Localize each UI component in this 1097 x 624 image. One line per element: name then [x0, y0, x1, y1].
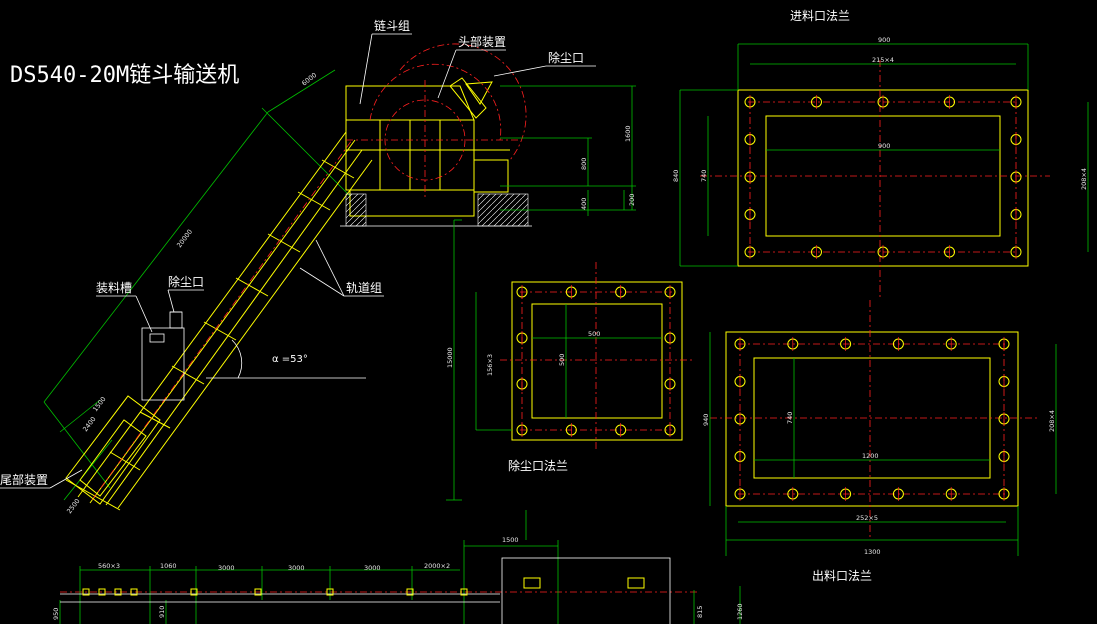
- label-tail-device: 尾部装置: [0, 472, 48, 487]
- dim-incline-upper: 6000: [300, 71, 318, 87]
- dim-dust-w: 500: [588, 330, 600, 338]
- dim-outlet-w-inner: 1200: [862, 452, 879, 460]
- dim-head-h3: 400: [580, 198, 588, 210]
- dim-outlet-h-left: 940: [702, 414, 710, 426]
- support-mark: [114, 588, 122, 596]
- dim-inlet-bolts-top: 215×4: [872, 56, 894, 64]
- dim-incline-lower: 1500: [91, 395, 107, 413]
- label-chain-bucket-group: 链斗组: [374, 18, 410, 33]
- dim-inlet-h-right: 208×4: [1080, 168, 1088, 190]
- support-mark: [82, 588, 90, 596]
- dim-outlet-h-right: 208×4: [1048, 410, 1056, 432]
- dim-total-h: 15000: [446, 347, 454, 368]
- dim-plan-l2: 910: [158, 606, 166, 618]
- dim-plan-c: 3000: [218, 564, 235, 572]
- plan-view: [59, 510, 741, 624]
- label-angle: α =53°: [272, 354, 308, 365]
- support-mark: [254, 588, 262, 596]
- support-mark: [190, 588, 198, 596]
- dim-plan-e: 3000: [364, 564, 381, 572]
- dim-head-h1: 1600: [624, 125, 632, 142]
- dim-head-h4: 200: [628, 194, 636, 206]
- dim-outlet-bolts-bottom: 252×5: [856, 514, 878, 522]
- title-outlet-flange: 出料口法兰: [812, 569, 872, 583]
- label-dust-outlet-side: 除尘口: [168, 274, 204, 289]
- dim-outlet-w-outer: 1300: [864, 548, 881, 556]
- dim-plan-d: 3000: [288, 564, 305, 572]
- dim-plan-f: 2000×2: [424, 562, 450, 570]
- dim-inlet-h-inner: 740: [700, 170, 708, 182]
- dim-inlet-w-inner: 900: [878, 142, 890, 150]
- dim-inlet-h-left: 840: [672, 170, 680, 182]
- outlet-flange-drawing: [709, 300, 1057, 556]
- dim-dust-bolts-left: 156×3: [486, 354, 494, 376]
- support-mark: [406, 588, 414, 596]
- dim-plan-a: 560×3: [98, 562, 120, 570]
- support-mark: [130, 588, 138, 596]
- label-head-device: 头部装置: [458, 34, 506, 49]
- dim-incline-tail2: 2500: [65, 497, 81, 515]
- dim-plan-r2: 1260: [736, 603, 744, 620]
- conveyor-elevation: [43, 43, 636, 511]
- dim-head-h2: 800: [580, 158, 588, 170]
- label-dust-outlet-top: 除尘口: [548, 50, 584, 65]
- dim-inlet-w-outer: 900: [878, 36, 890, 44]
- title-inlet-flange: 进料口法兰: [790, 9, 850, 23]
- label-track-group: 轨道组: [346, 281, 382, 295]
- dim-plan-b: 1060: [160, 562, 177, 570]
- label-loading-trough: 装料槽: [96, 281, 132, 295]
- dim-plan-r1: 815: [696, 606, 704, 618]
- dim-plan-l1: 950: [52, 608, 60, 620]
- support-mark: [326, 588, 334, 596]
- support-mark: [460, 588, 468, 596]
- title-dust-flange: 除尘口法兰: [508, 458, 568, 473]
- dim-incline-main: 20000: [175, 228, 194, 249]
- leaders: [0, 33, 596, 489]
- dim-incline-tail1: 2400: [81, 415, 97, 433]
- inlet-flange-drawing: [679, 43, 1089, 300]
- dim-dust-h: 500: [558, 354, 566, 366]
- dim-plan-w1: 1500: [502, 536, 519, 544]
- drawing-title: DS540-20M链斗输送机: [10, 63, 239, 88]
- dust-flange-drawing: [475, 262, 694, 450]
- support-mark: [98, 588, 106, 596]
- dim-outlet-h-inner: 740: [786, 412, 794, 424]
